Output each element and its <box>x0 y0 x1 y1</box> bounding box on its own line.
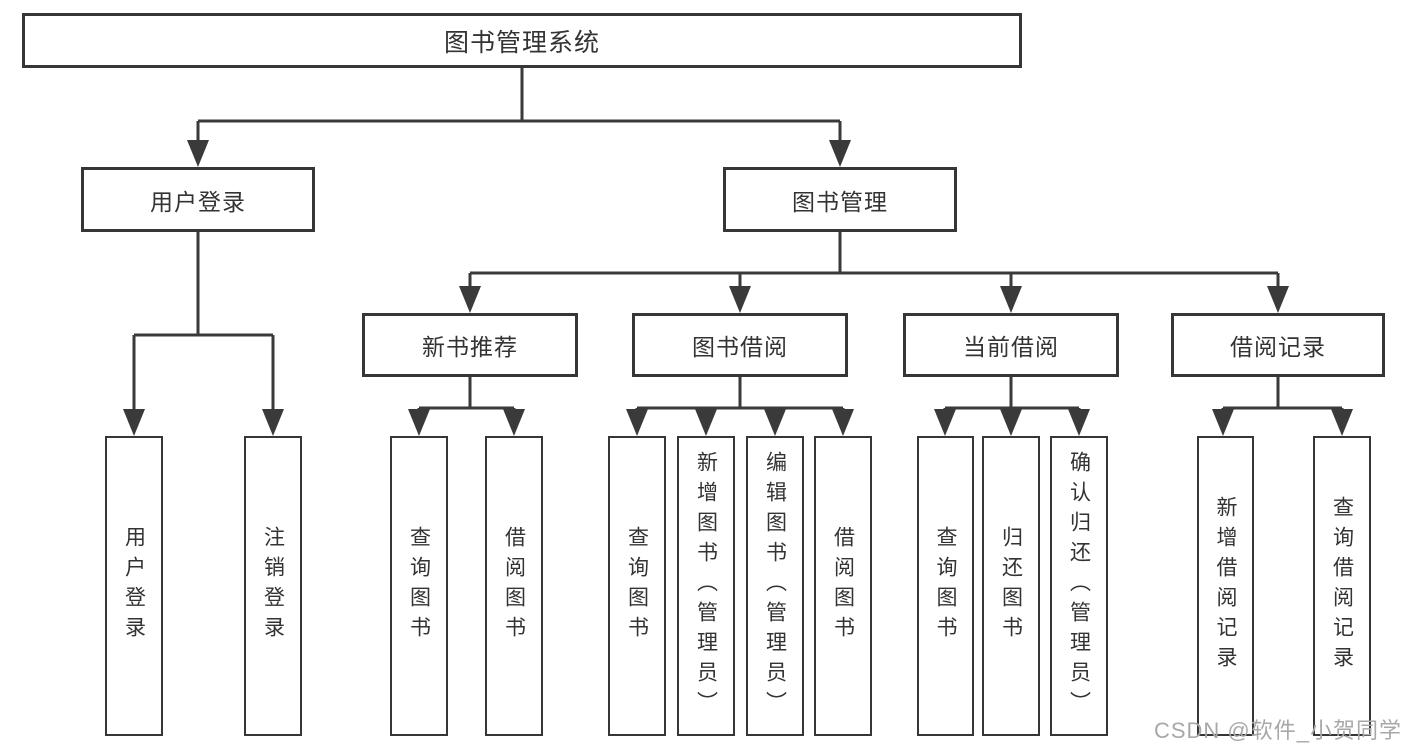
connector-borrow-record-branch <box>1221 377 1344 418</box>
node-label: 用户登录 <box>122 526 146 646</box>
connector-user-login-branch <box>132 232 275 418</box>
node-label: 图书借阅 <box>692 334 788 360</box>
connector-book-borrow-branch <box>635 377 845 418</box>
node-label: 注销登录 <box>261 526 285 646</box>
node-label: 用户登录 <box>150 188 246 215</box>
node-label: 借阅图书 <box>831 526 855 646</box>
node-borrow-records: 借阅记录 <box>1171 313 1385 377</box>
leaf-user-login: 用户登录 <box>105 436 163 736</box>
node-book-borrow: 图书借阅 <box>632 313 848 377</box>
node-label: 查询图书 <box>407 526 431 646</box>
leaf-add-borrow-record: 新增借阅记录 <box>1197 436 1254 736</box>
leaf-query-borrow-record: 查询借阅记录 <box>1313 436 1371 736</box>
leaf-query-books-recommend: 查询图书 <box>390 436 448 736</box>
node-label: 查询图书 <box>934 526 957 646</box>
node-label: 编辑图书（管理员） <box>763 451 787 721</box>
node-label: 图书管理系统 <box>443 28 600 57</box>
node-label: 新书推荐 <box>422 334 518 360</box>
node-new-book-recommend: 新书推荐 <box>362 313 578 377</box>
leaf-return-book: 归还图书 <box>982 436 1040 736</box>
leaf-confirm-return-admin: 确认归还（管理员） <box>1050 436 1108 736</box>
leaf-logout: 注销登录 <box>244 436 302 736</box>
node-label: 当前借阅 <box>963 334 1059 360</box>
node-current-borrow: 当前借阅 <box>903 313 1119 377</box>
arrowheads-level2 <box>187 140 851 167</box>
node-label: 确认归还（管理员） <box>1067 451 1091 721</box>
node-label: 图书管理 <box>792 188 888 215</box>
node-label: 借阅图书 <box>502 526 526 646</box>
connector-root-to-level2 <box>196 68 842 150</box>
node-label: 新增图书（管理员） <box>694 451 718 721</box>
leaf-query-books-current: 查询图书 <box>917 436 974 736</box>
csdn-watermark: CSDN @软件_小贺同学 <box>1153 718 1402 743</box>
leaf-edit-book-admin: 编辑图书（管理员） <box>746 436 804 736</box>
node-label: 查询借阅记录 <box>1330 496 1354 676</box>
leaf-borrow-books-recommend: 借阅图书 <box>485 436 543 736</box>
arrowheads-level3 <box>459 286 1289 313</box>
node-label: 归还图书 <box>999 526 1023 646</box>
connector-book-management-to-level3 <box>468 232 1280 295</box>
node-label: 查询图书 <box>625 526 649 646</box>
node-label: 借阅记录 <box>1230 334 1326 360</box>
leaf-borrow-books: 借阅图书 <box>814 436 872 736</box>
leaf-add-book-admin: 新增图书（管理员） <box>677 436 735 736</box>
leaf-query-books-borrow: 查询图书 <box>608 436 666 736</box>
node-book-management: 图书管理 <box>723 167 957 232</box>
connector-new-book-branch <box>417 377 516 418</box>
arrowheads-leaves <box>123 409 1353 436</box>
node-user-login: 用户登录 <box>81 167 315 232</box>
node-library-management-system: 图书管理系统 <box>22 13 1022 68</box>
node-label: 新增借阅记录 <box>1214 496 1237 676</box>
